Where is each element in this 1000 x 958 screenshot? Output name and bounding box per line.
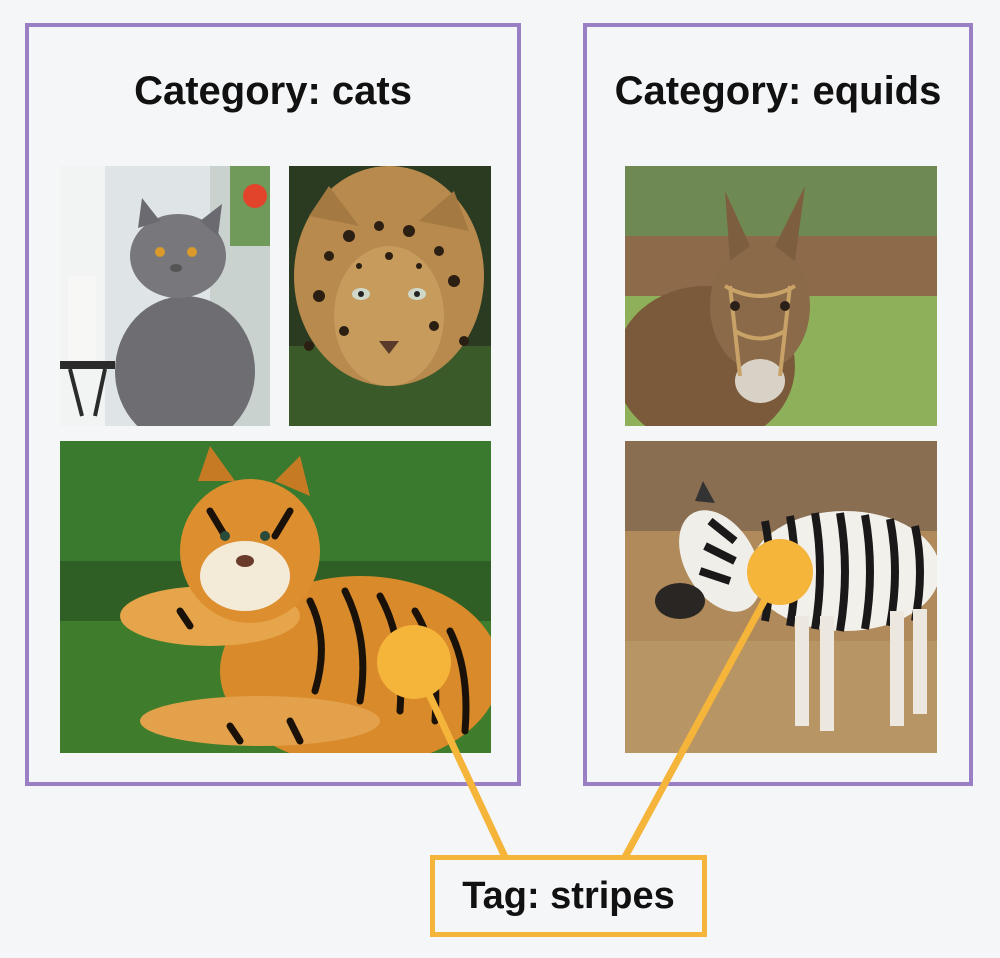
photo-tiger bbox=[60, 441, 491, 753]
photo-zebra bbox=[625, 441, 937, 753]
category-title-cats: Category: cats bbox=[134, 69, 412, 113]
photo-leopard bbox=[289, 166, 491, 426]
photo-grey-cat bbox=[60, 166, 270, 426]
tag-box: Tag: stripes bbox=[430, 855, 707, 937]
photo-donkey bbox=[625, 166, 937, 426]
tag-label: Tag: stripes bbox=[462, 874, 675, 917]
category-title-equids: Category: equids bbox=[614, 69, 942, 113]
